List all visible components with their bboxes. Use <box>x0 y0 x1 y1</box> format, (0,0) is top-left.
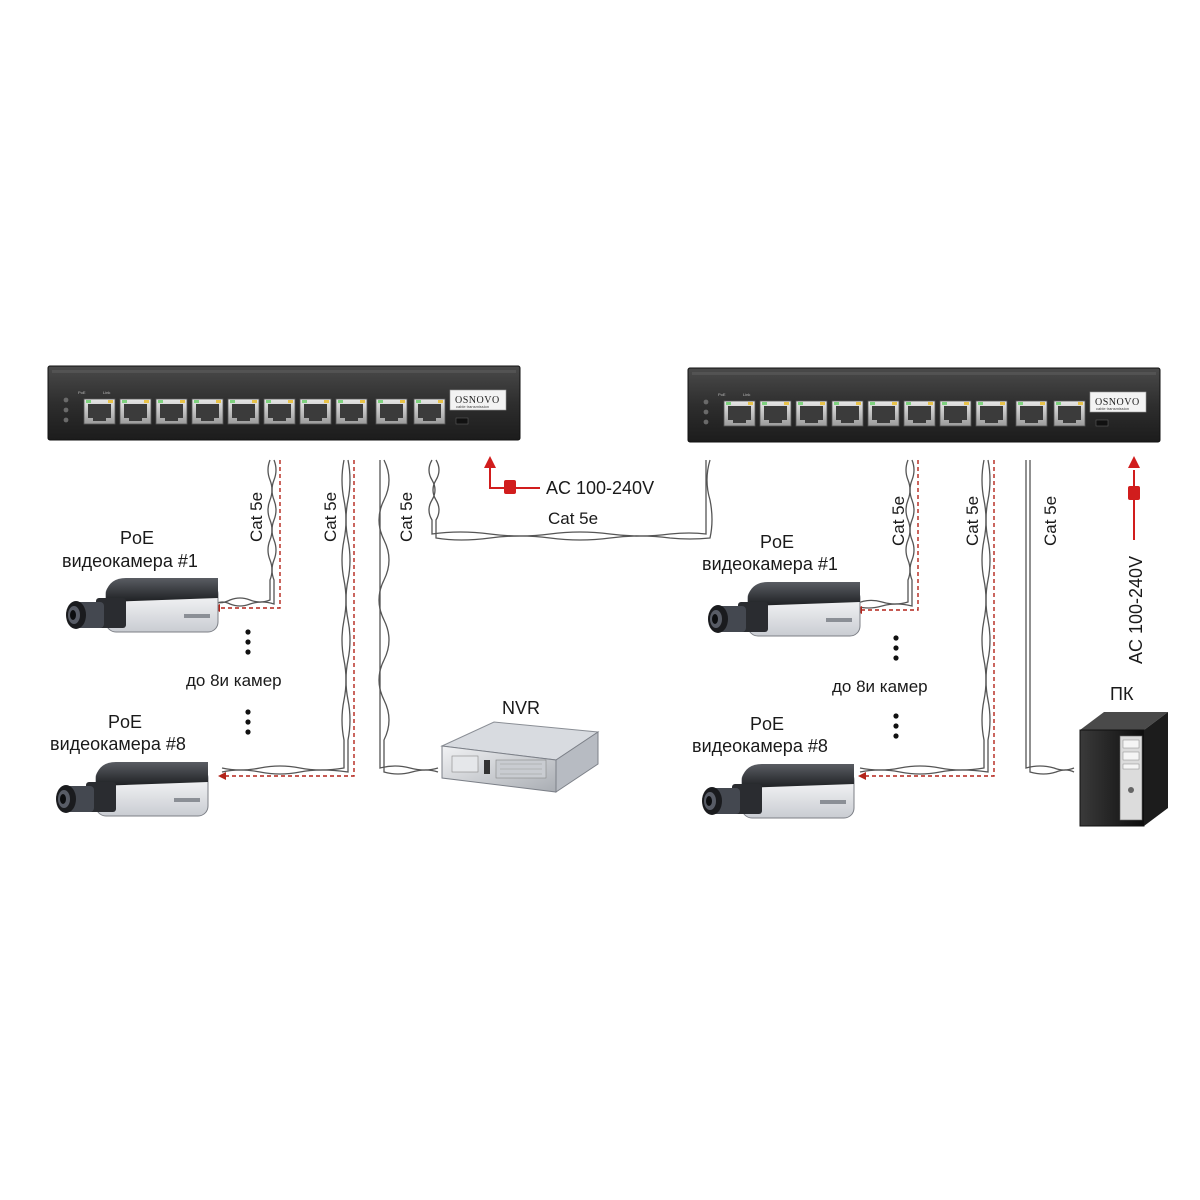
plug-icon <box>504 480 516 494</box>
poe-port-label: PoE <box>78 390 86 395</box>
camera-icon <box>65 577 219 633</box>
ethernet-ports <box>723 400 1086 427</box>
camera-label-1-left: PoE видеокамера #1 <box>62 528 198 571</box>
cable-label-uplink: Cat 5e <box>548 509 598 528</box>
nvr-icon <box>440 721 600 793</box>
poe-power-lines <box>220 460 995 777</box>
svg-text:PoE: PoE <box>108 712 142 732</box>
svg-text:видеокамера #8: видеокамера #8 <box>50 734 186 754</box>
camera-label-8-right: PoE видеокамера #8 <box>692 714 828 756</box>
svg-text:видеокамера #1: видеокамера #1 <box>702 554 838 574</box>
brand-tagline: cable transmission <box>456 404 489 409</box>
camera-label-8-left: PoE видеокамера #8 <box>50 712 186 754</box>
cable-label: Cat 5e <box>963 496 982 546</box>
arrow-up-icon <box>1128 456 1140 468</box>
camera-label-1-right: PoE видеокамера #1 <box>702 532 838 574</box>
link-port-label: Link <box>743 392 750 397</box>
cable-label: Cat 5e <box>321 492 340 542</box>
ellipsis-dots-right <box>893 635 899 739</box>
camera-icon <box>707 581 861 637</box>
pc-label: ПК <box>1110 684 1134 704</box>
cable-labels: Cat 5e Cat 5e Cat 5e Cat 5e Cat 5e Cat 5… <box>247 492 1060 546</box>
brand-logo: OSNOVO <box>1095 397 1140 408</box>
power-input-left: AC 100-240V <box>484 456 654 498</box>
power-input-right: AC 100-240V <box>1126 456 1146 664</box>
arrow-up-icon <box>484 456 496 468</box>
cable-label: Cat 5e <box>889 496 908 546</box>
brand-logo: OSNOVO <box>455 395 500 406</box>
svg-text:PoE: PoE <box>120 528 154 548</box>
cable-camera-8-left <box>221 459 347 771</box>
svg-text:видеокамера #1: видеокамера #1 <box>62 551 198 571</box>
cables <box>215 459 1075 775</box>
svg-text:видеокамера #8: видеокамера #8 <box>692 736 828 756</box>
cable-camera-8-right <box>859 459 987 771</box>
nvr-label: NVR <box>502 698 540 718</box>
svg-text:PoE: PoE <box>750 714 784 734</box>
ellipsis-dots-left <box>245 629 251 735</box>
ethernet-ports <box>83 398 446 425</box>
switch-right: PoE Link OSNOVO cable transmission <box>687 367 1161 443</box>
cable-label: Cat 5e <box>397 492 416 542</box>
power-label-right: AC 100-240V <box>1126 556 1146 664</box>
link-port-label: Link <box>103 390 110 395</box>
cable-label: Cat 5e <box>1041 496 1060 546</box>
plug-icon <box>1128 486 1140 500</box>
pc-tower-icon <box>1079 712 1168 827</box>
cable-uplink <box>428 459 707 537</box>
cable-label: Cat 5e <box>247 492 266 542</box>
camera-icon <box>701 763 855 819</box>
poe-port-label: PoE <box>718 392 726 397</box>
power-label-left: AC 100-240V <box>546 478 654 498</box>
camera-icon <box>55 761 209 817</box>
up-to-8-cameras-right: до 8и камер <box>832 677 928 696</box>
svg-text:PoE: PoE <box>760 532 794 552</box>
up-to-8-cameras-left: до 8и камер <box>186 671 282 690</box>
switch-left: PoE Link OSNOVO cable transmission <box>47 365 521 441</box>
brand-tagline: cable transmission <box>1096 406 1129 411</box>
